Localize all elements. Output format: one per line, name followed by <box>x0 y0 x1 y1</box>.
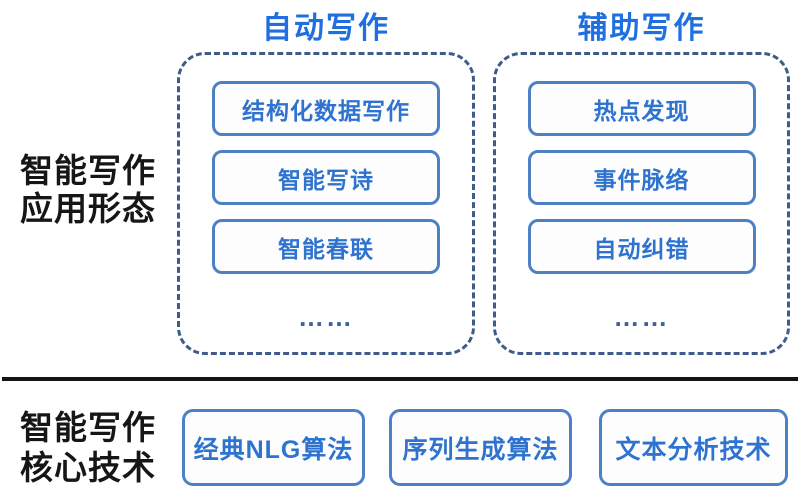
tech-box-text-analysis: 文本分析技术 <box>599 409 788 486</box>
tech-box-label: 文本分析技术 <box>615 435 772 464</box>
app-item-label: 智能春联 <box>278 235 374 262</box>
tech-box-label: 经典NLG算法 <box>193 435 354 464</box>
app-item-label: 自动纠错 <box>593 235 690 262</box>
tech-box-label: 序列生成算法 <box>402 435 559 464</box>
app-item-auto-correction: 自动纠错 <box>527 219 756 274</box>
tech-box-classic-nlg: 经典NLG算法 <box>182 409 365 486</box>
tech-box-sequence-generation: 序列生成算法 <box>389 409 572 486</box>
technologies-side-label-line1: 智能写作 <box>20 409 156 446</box>
app-item-label: 热点发现 <box>593 97 690 124</box>
auto-writing-ellipsis: …… <box>298 302 354 332</box>
app-item-poetry-writing: 智能写诗 <box>212 150 440 205</box>
applications-side-label-line1: 智能写作 <box>20 152 156 189</box>
app-item-label: 结构化数据写作 <box>242 97 410 124</box>
section-divider <box>2 377 798 381</box>
assisted-writing-group-box: 热点发现 事件脉络 自动纠错 …… <box>493 52 790 355</box>
group-title-auto-writing: 自动写作 <box>262 12 390 45</box>
app-item-hotspot-discovery: 热点发现 <box>527 81 756 136</box>
app-item-couplet-writing: 智能春联 <box>212 219 440 274</box>
group-title-assisted-writing: 辅助写作 <box>577 12 706 45</box>
auto-writing-group-box: 结构化数据写作 智能写诗 智能春联 …… <box>177 52 475 355</box>
applications-side-label: 智能写作 应用形态 <box>6 152 170 228</box>
applications-side-label-line2: 应用形态 <box>20 190 156 227</box>
technologies-side-label: 智能写作 核心技术 <box>6 408 170 488</box>
app-item-event-context: 事件脉络 <box>527 150 756 205</box>
assisted-writing-ellipsis: …… <box>613 302 670 332</box>
app-item-label: 事件脉络 <box>593 166 690 193</box>
app-item-label: 智能写诗 <box>278 166 374 193</box>
technologies-side-label-line2: 核心技术 <box>20 449 156 486</box>
app-item-structured-data-writing: 结构化数据写作 <box>212 81 440 136</box>
